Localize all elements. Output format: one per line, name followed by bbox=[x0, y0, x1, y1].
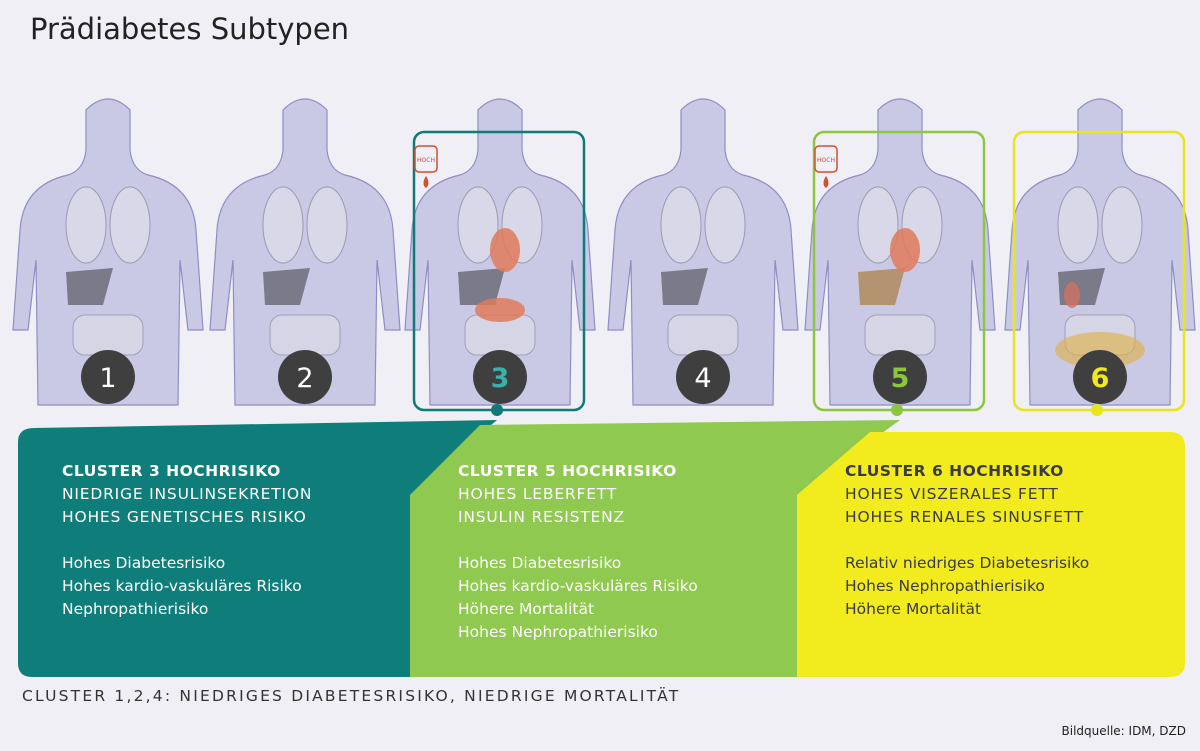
cluster-number-badge bbox=[873, 350, 927, 404]
panel-cluster-5-bg bbox=[410, 420, 900, 677]
blood-bag-label: HOCH bbox=[417, 157, 435, 164]
cluster-subtitle: HOHES RENALES SINUSFETT bbox=[845, 508, 1084, 526]
lung-right bbox=[306, 186, 348, 264]
lung-left bbox=[857, 186, 899, 264]
risk-item: Höhere Mortalität bbox=[458, 600, 595, 618]
cluster-number: 2 bbox=[296, 363, 313, 394]
connector-dot bbox=[891, 404, 903, 416]
panel-cluster-6-bg bbox=[797, 432, 1185, 677]
liver bbox=[458, 268, 505, 305]
panel-cluster-3-bg bbox=[18, 420, 497, 677]
footer-note: CLUSTER 1,2,4: NIEDRIGES DIABETESRISIKO,… bbox=[22, 687, 681, 705]
cluster-number: 4 bbox=[694, 363, 711, 394]
cluster-number-badge bbox=[278, 350, 332, 404]
cluster-subtitle: HOHES VISZERALES FETT bbox=[845, 485, 1059, 503]
body-silhouette bbox=[607, 98, 799, 406]
blood-drop-icon bbox=[823, 176, 829, 188]
liver bbox=[858, 268, 905, 305]
kidney-highlight bbox=[1064, 282, 1080, 308]
lung-right bbox=[109, 186, 151, 264]
connector-dot bbox=[491, 404, 503, 416]
liver bbox=[263, 268, 310, 305]
cluster-subtitle: HOHES LEBERFETT bbox=[458, 485, 618, 503]
cluster-number: 6 bbox=[1091, 363, 1110, 394]
body-silhouette bbox=[209, 98, 401, 406]
cluster-number-badge bbox=[473, 350, 527, 404]
cluster-subtitle: HOHES GENETISCHES RISIKO bbox=[62, 508, 307, 526]
risk-item: Hohes kardio-vaskuläres Risiko bbox=[62, 577, 302, 595]
lung-left bbox=[1057, 186, 1099, 264]
lung-left bbox=[660, 186, 702, 264]
risk-item: Relativ niedriges Diabetesrisiko bbox=[845, 554, 1090, 572]
blood-drop-icon bbox=[423, 176, 429, 188]
liver bbox=[661, 268, 708, 305]
image-credit: Bildquelle: IDM, DZD bbox=[1061, 724, 1187, 738]
body-figure-5: HOCH 5 bbox=[804, 98, 996, 416]
risk-item: Hohes Nephropathierisiko bbox=[845, 577, 1045, 595]
body-silhouette bbox=[12, 98, 204, 406]
cluster-number-badge bbox=[676, 350, 730, 404]
body-figure-1: 1 bbox=[12, 98, 204, 406]
risk-item: Nephropathierisiko bbox=[62, 600, 209, 618]
pancreas-highlight bbox=[475, 298, 525, 322]
cluster-subtitle: INSULIN RESISTENZ bbox=[458, 508, 625, 526]
cluster-subtitle: NIEDRIGE INSULINSEKRETION bbox=[62, 485, 313, 503]
body-figure-4: 4 bbox=[607, 98, 799, 406]
cluster-heading: CLUSTER 6 HOCHRISIKO bbox=[845, 462, 1064, 480]
cluster-number: 3 bbox=[491, 363, 510, 394]
risk-item: Hohes Diabetesrisiko bbox=[62, 554, 226, 572]
cluster-5-panel: CLUSTER 5 HOCHRISIKO HOHES LEBERFETT INS… bbox=[458, 460, 698, 644]
risk-item: Höhere Mortalität bbox=[845, 600, 982, 618]
heart-highlight bbox=[890, 228, 920, 272]
cluster-6-panel: CLUSTER 6 HOCHRISIKO HOHES VISZERALES FE… bbox=[845, 460, 1089, 621]
body-figure-2: 2 bbox=[209, 98, 401, 406]
cluster-heading: CLUSTER 3 HOCHRISIKO bbox=[62, 462, 281, 480]
liver bbox=[66, 268, 113, 305]
risk-item: Hohes Nephropathierisiko bbox=[458, 623, 658, 641]
lung-right bbox=[1101, 186, 1143, 264]
lung-left bbox=[457, 186, 499, 264]
cluster-number-badge bbox=[81, 350, 135, 404]
heart-highlight bbox=[490, 228, 520, 272]
body-silhouette bbox=[1004, 98, 1196, 406]
cluster-number: 5 bbox=[891, 363, 910, 394]
risk-item: Hohes kardio-vaskuläres Risiko bbox=[458, 577, 698, 595]
cluster-3-panel: CLUSTER 3 HOCHRISIKO NIEDRIGE INSULINSEK… bbox=[62, 460, 312, 621]
body-figure-3: HOCH 3 bbox=[404, 98, 596, 416]
body-figures: 1 2 HOCH 3 4 HOCH 5 6 bbox=[12, 98, 1196, 416]
blood-bag-icon bbox=[414, 145, 438, 173]
cluster-heading: CLUSTER 5 HOCHRISIKO bbox=[458, 462, 677, 480]
page-title: Prädiabetes Subtypen bbox=[30, 12, 350, 46]
cluster-number: 1 bbox=[99, 363, 116, 394]
body-figure-6: 6 bbox=[1004, 98, 1196, 416]
lung-left bbox=[262, 186, 304, 264]
lung-left bbox=[65, 186, 107, 264]
blood-bag-label: HOCH bbox=[817, 157, 835, 164]
blood-bag-icon bbox=[814, 145, 838, 173]
risk-item: Hohes Diabetesrisiko bbox=[458, 554, 622, 572]
connector-dot bbox=[1091, 404, 1103, 416]
cluster-number-badge bbox=[1073, 350, 1127, 404]
lung-right bbox=[704, 186, 746, 264]
